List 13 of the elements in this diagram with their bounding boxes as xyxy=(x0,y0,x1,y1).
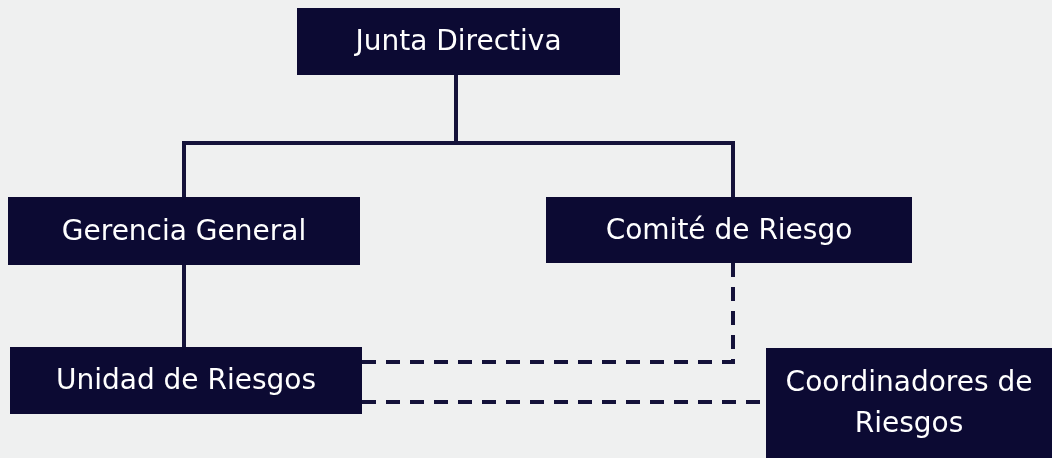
org-box xyxy=(10,347,362,414)
connector-line xyxy=(182,265,186,347)
org-box xyxy=(8,197,360,265)
dashed-connector xyxy=(362,263,735,364)
box-label: Junta Directiva xyxy=(355,23,562,60)
org-box xyxy=(297,8,620,75)
box-label: Gerencia General xyxy=(61,212,307,249)
box-label: Comité de Riesgo xyxy=(605,211,853,248)
org-box xyxy=(766,348,1052,458)
box-label: Coordinadores de Riesgos xyxy=(784,364,1034,441)
connector-line xyxy=(454,75,735,197)
box-label: Unidad de Riesgos xyxy=(55,362,317,399)
org-box xyxy=(546,197,912,263)
